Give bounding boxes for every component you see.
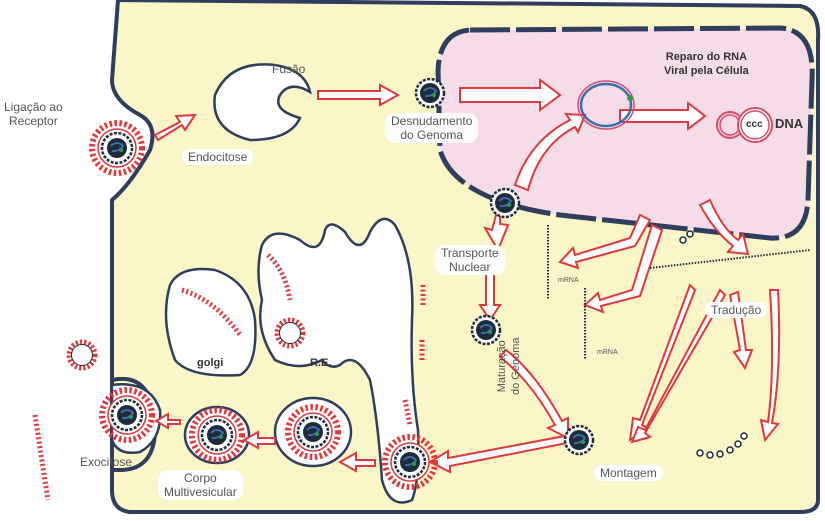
label-nuclear-transport: Transporte Nuclear xyxy=(435,245,505,275)
label-receptor-binding: Ligação ao Receptor xyxy=(4,100,63,128)
free-hbsag-particle xyxy=(69,342,95,368)
capsid-icon xyxy=(416,79,444,107)
label-mrna-2: mRNA xyxy=(597,346,618,360)
label-exocytosis: Exocitose xyxy=(80,455,132,469)
virion-icon xyxy=(92,123,142,173)
label-fusion: Fusão xyxy=(272,62,305,76)
label-assembly: Montagem xyxy=(594,465,663,481)
label-genome-maturation: Maturação do Genoma xyxy=(495,338,523,395)
label-rna-repair: Reparo do RNA Viral pela Célula xyxy=(664,50,749,78)
label-golgi: golgi xyxy=(197,356,223,370)
label-er: R.E. xyxy=(310,356,331,370)
label-endocytosis: Endocitose xyxy=(182,149,253,165)
label-multivesicular-body: Corpo Multivesicular xyxy=(158,470,243,500)
label-uncoating: Desnudamento do Genoma xyxy=(385,113,478,143)
capsid-icon xyxy=(491,189,519,217)
label-ccc: ccc xyxy=(746,118,763,132)
label-translation: Tradução xyxy=(705,302,767,318)
label-dna: DNA xyxy=(775,117,803,131)
label-mrna-1: mRNA xyxy=(558,274,579,288)
capsid-icon xyxy=(565,426,593,454)
